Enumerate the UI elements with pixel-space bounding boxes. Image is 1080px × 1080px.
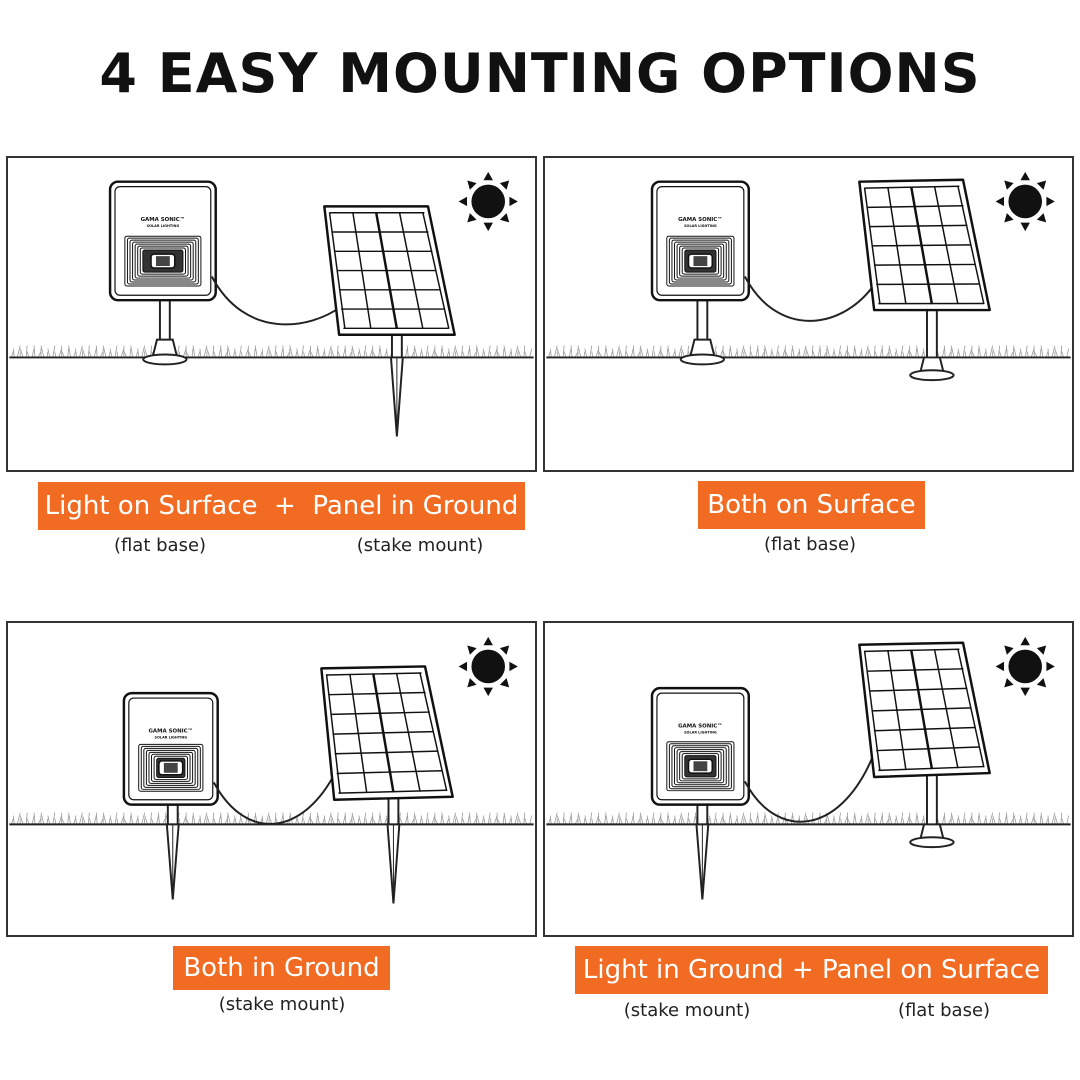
option-3-label: Both in Ground bbox=[173, 946, 390, 990]
brand-logo: GAMA SONIC™ bbox=[141, 217, 186, 223]
option-2-note: (flat base) bbox=[763, 534, 857, 555]
grass bbox=[547, 345, 1070, 358]
sun-icon bbox=[458, 636, 518, 697]
cable bbox=[743, 276, 877, 322]
grass bbox=[10, 345, 533, 358]
solar-panel bbox=[323, 205, 456, 437]
brand-logo: GAMA SONIC™ bbox=[678, 217, 723, 223]
grass bbox=[547, 812, 1070, 825]
solar-panel bbox=[858, 641, 991, 849]
cable bbox=[210, 276, 342, 326]
page-title: 4 EASY MOUNTING OPTIONS bbox=[99, 42, 981, 105]
light-post bbox=[166, 803, 179, 826]
panel-post bbox=[390, 333, 403, 359]
light-housing bbox=[650, 180, 750, 302]
light-post bbox=[696, 803, 709, 826]
panel-post bbox=[387, 797, 400, 826]
option-4-label: Light in Ground + Panel on Surface bbox=[575, 946, 1048, 994]
grass bbox=[10, 812, 533, 825]
option-4-note-panel: (flat base) bbox=[897, 1000, 991, 1021]
light-housing bbox=[122, 691, 219, 806]
option-1-note-panel: (stake mount) bbox=[356, 535, 484, 556]
light-housing bbox=[650, 686, 750, 806]
brand-logo: GAMA SONIC™ bbox=[678, 724, 723, 730]
sun-icon bbox=[458, 171, 518, 232]
brand-logo-sub: SOLAR LIGHTING bbox=[147, 224, 180, 228]
option-1-label: Light on Surface + Panel in Ground bbox=[38, 482, 525, 530]
option-4-note-light: (stake mount) bbox=[623, 1000, 751, 1021]
sun-icon bbox=[995, 171, 1055, 232]
option-3-note: (stake mount) bbox=[218, 994, 346, 1015]
sun-icon bbox=[995, 636, 1055, 697]
solar-panel bbox=[858, 178, 991, 382]
brand-logo-sub: SOLAR LIGHTING bbox=[154, 736, 187, 740]
flat-base bbox=[151, 338, 178, 357]
brand-logo-sub: SOLAR LIGHTING bbox=[684, 224, 717, 228]
cable bbox=[743, 747, 878, 823]
brand-logo: GAMA SONIC™ bbox=[148, 729, 193, 735]
solar-panel bbox=[320, 665, 454, 904]
flat-base bbox=[689, 338, 716, 357]
brand-logo-sub: SOLAR LIGHTING bbox=[684, 731, 717, 735]
option-1-note-light: (flat base) bbox=[113, 535, 207, 556]
option-2-label: Both on Surface bbox=[698, 481, 925, 529]
light-housing bbox=[108, 180, 217, 302]
cable bbox=[212, 770, 338, 825]
